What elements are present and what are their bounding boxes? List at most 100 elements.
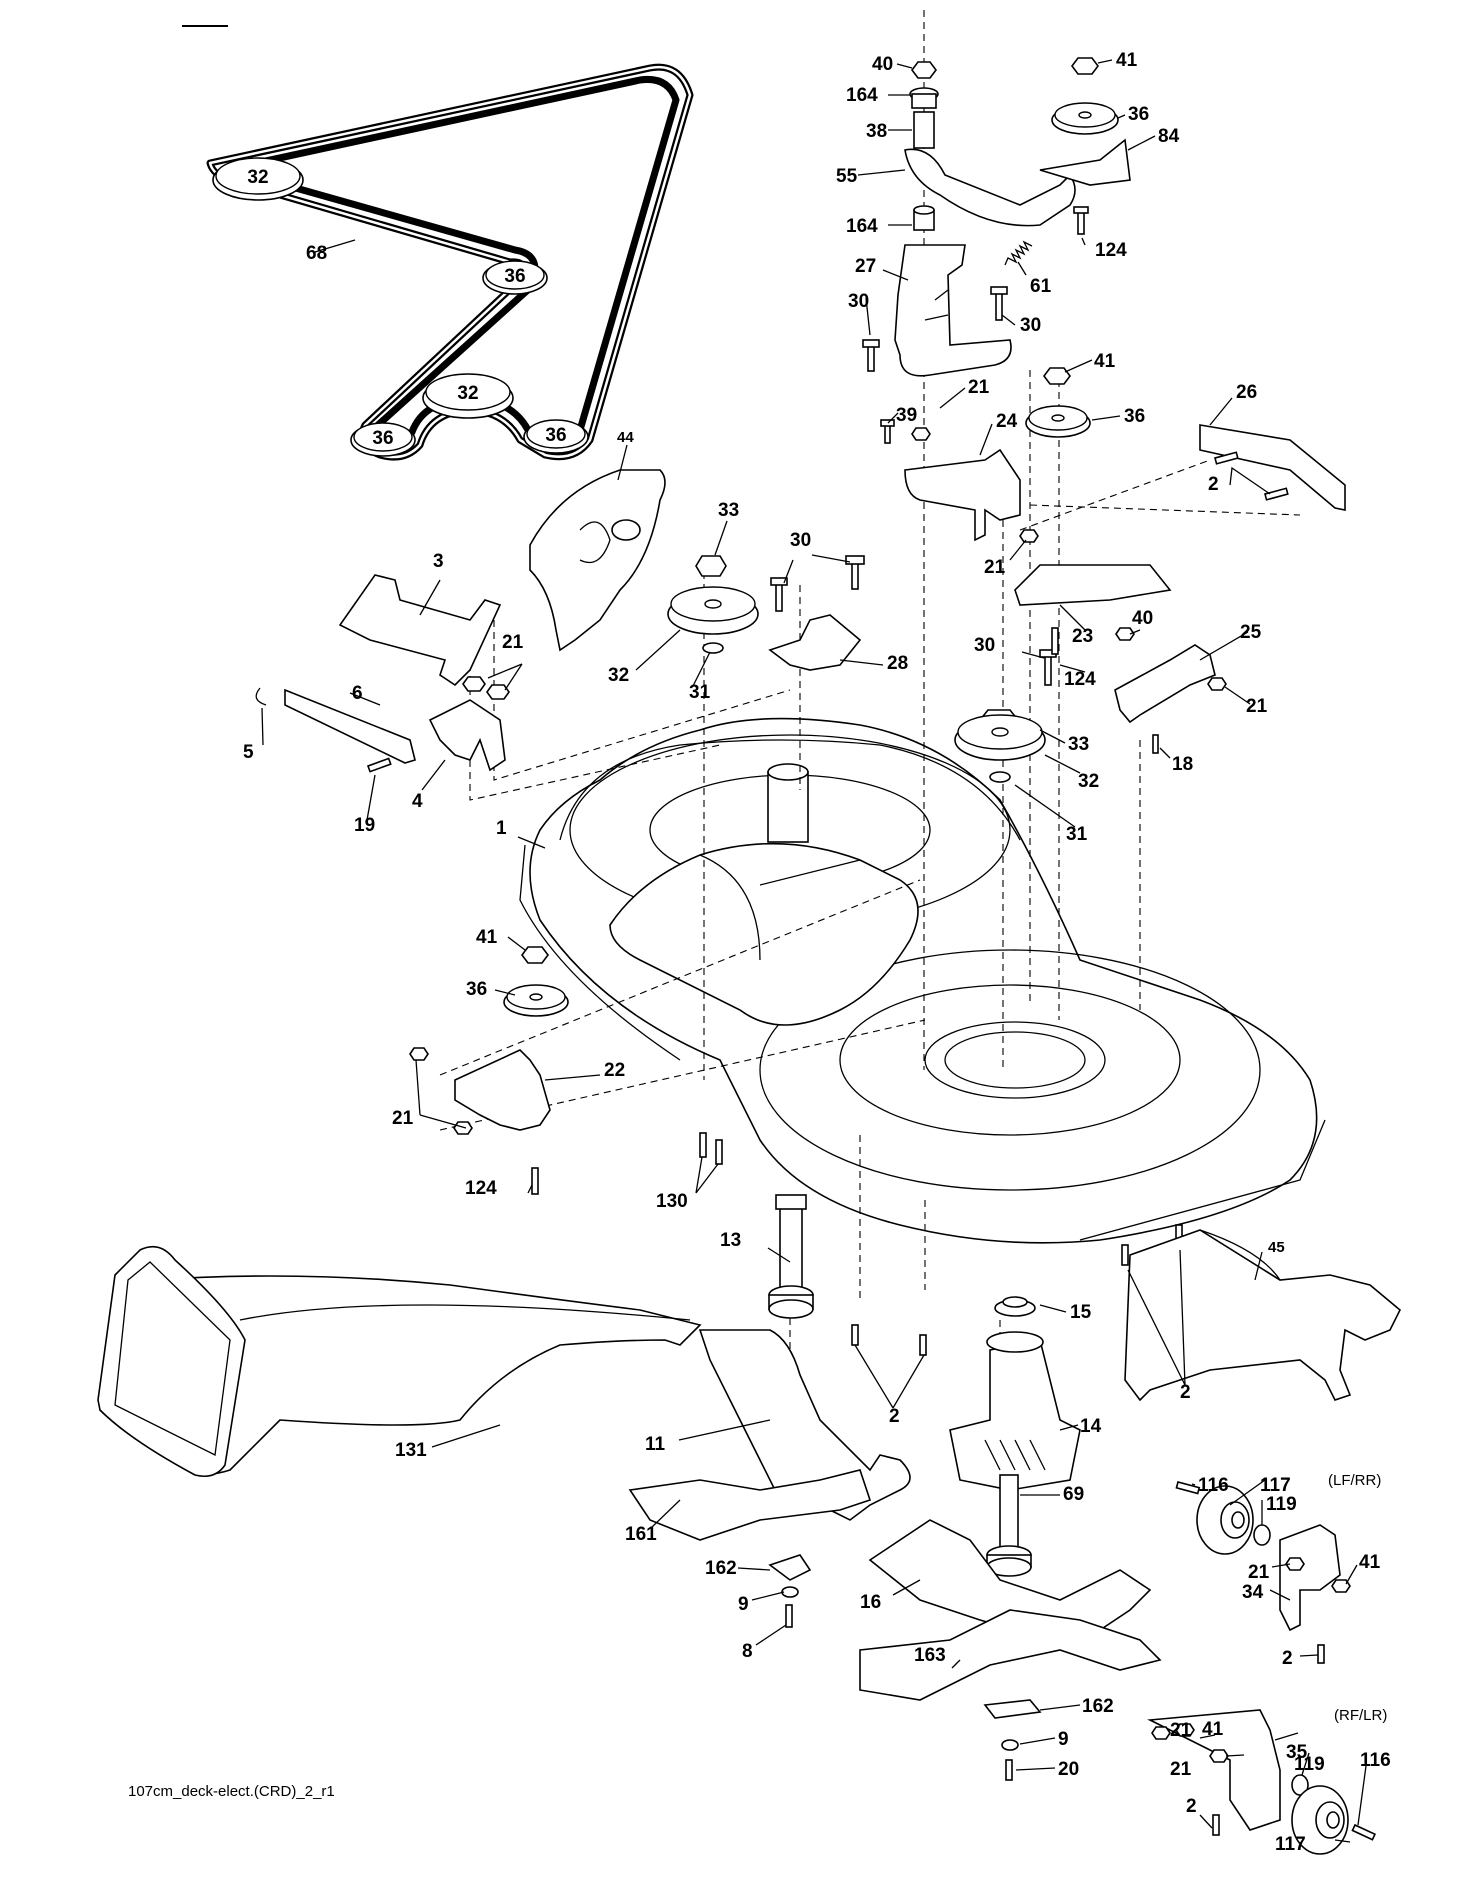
callout-124: 124 — [1064, 669, 1096, 690]
callout-119: 119 — [1294, 1754, 1325, 1775]
belt-routing-diagram: 32 36 32 36 36 — [206, 63, 694, 461]
callout-116: 116 — [1360, 1750, 1391, 1771]
callout-161: 161 — [625, 1524, 657, 1545]
callout-35: 35 — [1286, 1742, 1308, 1763]
callout-33: 33 — [718, 500, 739, 521]
belt-pulley-label: 36 — [545, 425, 566, 446]
callout-4: 4 — [412, 791, 423, 812]
callout-84: 84 — [1158, 126, 1180, 147]
callout-61: 61 — [1030, 276, 1052, 297]
callout-163: 163 — [914, 1645, 946, 1666]
callout-2: 2 — [1208, 474, 1219, 495]
idler-arm-assembly — [862, 57, 1346, 783]
callout-41: 41 — [476, 927, 498, 948]
callout-21: 21 — [1248, 1562, 1270, 1583]
belt-pulley-32-b: 32 — [422, 373, 514, 419]
callout-21: 21 — [968, 377, 990, 398]
callout-21: 21 — [984, 557, 1006, 578]
callout-leader-lines — [261, 59, 1367, 1843]
belt-pulley-36-c: 36 — [523, 419, 589, 454]
callout-31: 31 — [1066, 824, 1088, 845]
callout-13: 13 — [720, 1230, 741, 1251]
callout-40: 40 — [872, 54, 893, 75]
callout-9: 9 — [1058, 1729, 1069, 1750]
belt-pulley-label: 36 — [504, 266, 525, 287]
callout-24: 24 — [996, 411, 1018, 432]
callout-117: 117 — [1260, 1475, 1291, 1496]
callout-16: 16 — [860, 1592, 881, 1613]
wheel-note-lower: (RF/LR) — [1334, 1707, 1387, 1724]
callout-69: 69 — [1063, 1484, 1084, 1505]
callout-119: 119 — [1266, 1494, 1297, 1515]
callout-38: 38 — [866, 121, 887, 142]
callout-44: 44 — [617, 429, 634, 446]
callout-40: 40 — [1132, 608, 1153, 629]
callout-2: 2 — [1186, 1796, 1197, 1817]
callout-33: 33 — [1068, 734, 1089, 755]
callout-15: 15 — [1070, 1302, 1092, 1323]
belt-pulley-36-b: 36 — [350, 422, 416, 457]
left-lower-parts — [409, 946, 723, 1195]
callout-124: 124 — [1095, 240, 1127, 261]
belt-pulley-36-a: 36 — [482, 260, 548, 295]
callout-162: 162 — [705, 1558, 737, 1579]
callout-36: 36 — [466, 979, 487, 1000]
wheel-assembly-lower — [1147, 1709, 1377, 1855]
callout-68: 68 — [306, 243, 327, 264]
callout-162: 162 — [1082, 1696, 1114, 1717]
callout-3: 3 — [433, 551, 444, 572]
callout-30: 30 — [974, 635, 995, 656]
deflector-shield — [1124, 1229, 1401, 1402]
callout-22: 22 — [604, 1060, 625, 1081]
callout-39: 39 — [896, 405, 917, 426]
callout-116: 116 — [1198, 1475, 1229, 1496]
callout-164: 164 — [846, 216, 878, 237]
callout-11: 11 — [645, 1434, 666, 1455]
callout-41: 41 — [1202, 1719, 1224, 1740]
callout-55: 55 — [836, 166, 858, 187]
callout-9: 9 — [738, 1594, 749, 1615]
callout-26: 26 — [1236, 382, 1257, 403]
callout-31: 31 — [689, 682, 711, 703]
callout-23: 23 — [1072, 626, 1093, 647]
callout-41: 41 — [1116, 50, 1138, 71]
left-upper-parts — [255, 469, 865, 773]
grass-chute — [97, 1245, 702, 1478]
callout-131: 131 — [395, 1440, 427, 1461]
belt-pulley-label: 32 — [457, 383, 478, 404]
belt-pulley-label: 36 — [372, 428, 393, 449]
callout-30: 30 — [790, 530, 811, 551]
callout-30: 30 — [1020, 315, 1041, 336]
callout-21: 21 — [392, 1108, 414, 1129]
callout-34: 34 — [1242, 1582, 1264, 1603]
callout-6: 6 — [352, 683, 363, 704]
callout-130: 130 — [656, 1191, 688, 1212]
callout-18: 18 — [1172, 754, 1193, 775]
belt-pulley-32-a: 32 — [212, 157, 304, 201]
callout-numbers: 40 164 38 55 164 41 36 84 124 27 61 30 3… — [243, 50, 1391, 1855]
callout-164: 164 — [846, 85, 878, 106]
callout-5: 5 — [243, 742, 254, 763]
callout-2: 2 — [889, 1406, 900, 1427]
callout-124: 124 — [465, 1178, 497, 1199]
callout-25: 25 — [1240, 622, 1262, 643]
assembly-guide-lines — [439, 10, 1301, 1560]
callout-27: 27 — [855, 256, 876, 277]
spindles-and-blades — [628, 1194, 1183, 1781]
callout-20: 20 — [1058, 1759, 1079, 1780]
callout-45: 45 — [1268, 1239, 1285, 1256]
callout-8: 8 — [742, 1641, 753, 1662]
mower-deck-housing — [519, 717, 1326, 1244]
callout-21: 21 — [1170, 1759, 1192, 1780]
callout-30: 30 — [848, 291, 869, 312]
callout-14: 14 — [1080, 1416, 1102, 1437]
callout-36: 36 — [1128, 104, 1149, 125]
callout-117: 117 — [1275, 1834, 1306, 1855]
callout-21: 21 — [1246, 696, 1268, 717]
callout-2: 2 — [1282, 1648, 1293, 1669]
callout-1: 1 — [496, 818, 507, 839]
belt-pulley-label: 32 — [247, 167, 268, 188]
wheel-assembly-upper — [1175, 1481, 1351, 1664]
callout-2: 2 — [1180, 1382, 1191, 1403]
callout-36: 36 — [1124, 406, 1145, 427]
